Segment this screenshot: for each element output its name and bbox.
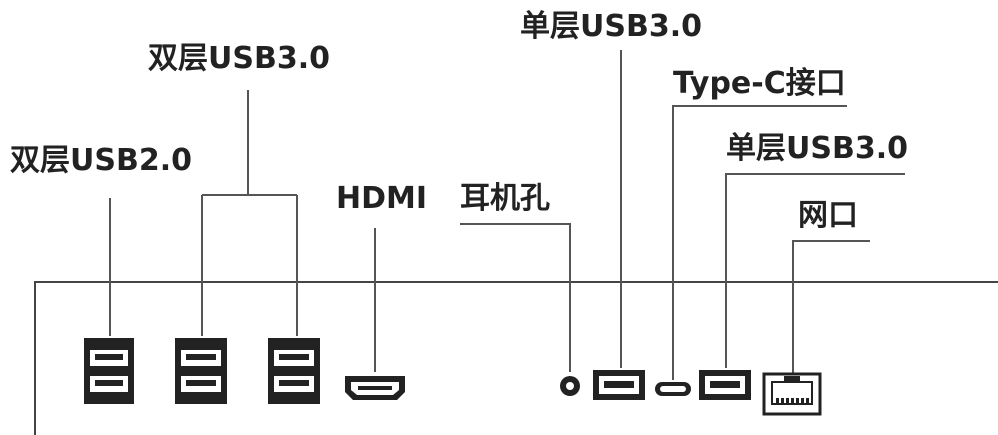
usb2-dual-port [84,338,134,404]
leader-usb3-dual [201,90,298,336]
label-hdmi: HDMI [336,181,427,216]
device-panel-edge [34,281,998,435]
label-usb2-dual: 双层USB2.0 [10,143,192,178]
leader-ethernet [792,240,870,373]
usb3-dual-port-2 [268,338,320,404]
label-ethernet: 网口 [798,198,858,233]
hdmi-port [345,376,405,400]
label-usb3-single-top: 单层USB3.0 [520,9,702,44]
leader-usb3-single-mid [725,173,905,368]
usb3-single-port-2 [699,370,751,400]
typec-port [655,382,691,396]
label-headphone: 耳机孔 [460,181,550,216]
ethernet-port [762,372,822,416]
label-usb3-single-mid: 单层USB3.0 [726,131,908,166]
usb3-dual-port-1 [175,338,227,404]
label-usb3-dual: 双层USB3.0 [148,41,330,76]
label-typec: Type-C接口 [673,66,846,101]
leader-typec [672,105,847,380]
headphone-jack [560,376,580,396]
leader-headphone [460,223,571,372]
usb3-single-port-1 [593,370,645,400]
